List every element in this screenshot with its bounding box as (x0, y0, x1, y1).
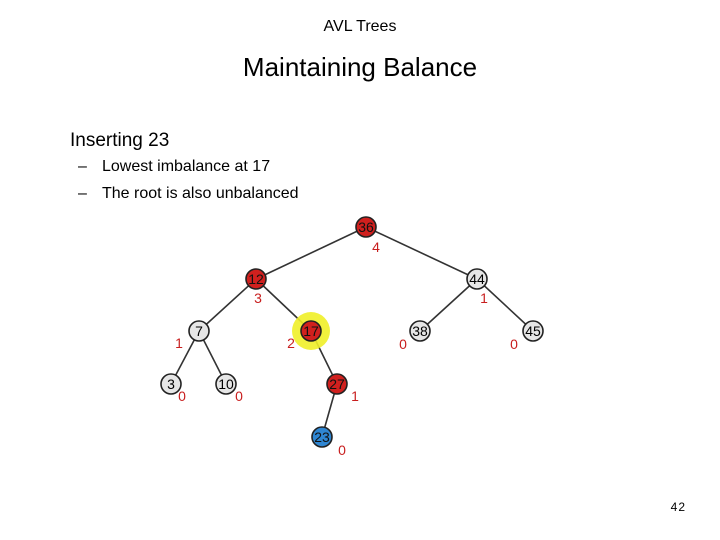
node-key: 12 (248, 271, 264, 287)
tree-node-23: 23 0 (311, 426, 346, 458)
node-key: 45 (525, 323, 541, 339)
node-key: 23 (314, 429, 330, 445)
node-circle (160, 373, 182, 395)
node-height: 0 (338, 442, 346, 458)
tree-edge (198, 278, 257, 332)
tree-node-17: 17 2 (287, 312, 330, 351)
slide-header: AVL Trees (323, 18, 397, 35)
tree-edge (255, 226, 367, 280)
node-height: 2 (287, 335, 295, 351)
node-height: 1 (351, 388, 359, 404)
tree-edge (476, 278, 534, 332)
node-key: 36 (358, 219, 374, 235)
bullet-main: Inserting 23 (70, 130, 169, 152)
node-height: 1 (480, 290, 488, 306)
node-circle (466, 268, 488, 290)
node-height: 0 (510, 336, 518, 352)
tree-node-36: 364 (355, 216, 380, 255)
node-circle (188, 320, 210, 342)
node-circle (326, 373, 348, 395)
subbullet-1: –Lowest imbalance at 17 (78, 158, 270, 176)
node-circle (215, 373, 237, 395)
subbullet-text: The root is also unbalanced (102, 185, 299, 202)
node-height: 0 (235, 388, 243, 404)
node-key: 17 (303, 323, 319, 339)
subbullet-dash: – (78, 158, 87, 175)
subbullet-2: –The root is also unbalanced (78, 185, 299, 203)
bullet-main-text: Inserting 23 (70, 130, 170, 151)
node-circle (409, 320, 431, 342)
tree-node-7: 71 (175, 320, 210, 351)
node-circle (355, 216, 377, 238)
subbullet-text: Lowest imbalance at 17 (102, 158, 271, 175)
node-circle (245, 268, 267, 290)
tree-node-10: 100 (215, 373, 243, 404)
node-circle (311, 426, 333, 448)
node-circle (522, 320, 544, 342)
node-key: 38 (412, 323, 428, 339)
tree-edge (419, 278, 478, 332)
tree-edge (365, 226, 478, 280)
node-key: 27 (329, 376, 345, 392)
tree-node-27: 27 1 (326, 373, 359, 404)
node-height: 3 (254, 290, 262, 306)
page-number: 42 (670, 500, 686, 514)
tree-node-12: 123 (245, 268, 267, 306)
tree-node-3: 30 (160, 373, 186, 404)
tree-node-38: 38 0 (399, 320, 431, 352)
node-height: 1 (175, 335, 183, 351)
node-key: 44 (469, 271, 485, 287)
node-height: 0 (178, 388, 186, 404)
node-height: 0 (399, 336, 407, 352)
node-height: 4 (372, 239, 380, 255)
node-key: 3 (167, 376, 175, 392)
subbullet-dash: – (78, 185, 87, 202)
slide-title: Maintaining Balance (242, 52, 478, 82)
node-circle (300, 320, 322, 342)
node-key: 10 (218, 376, 234, 392)
tree-node-45: 45 0 (510, 320, 544, 352)
node-key: 7 (195, 323, 203, 339)
tree-node-44: 441 (466, 268, 488, 306)
